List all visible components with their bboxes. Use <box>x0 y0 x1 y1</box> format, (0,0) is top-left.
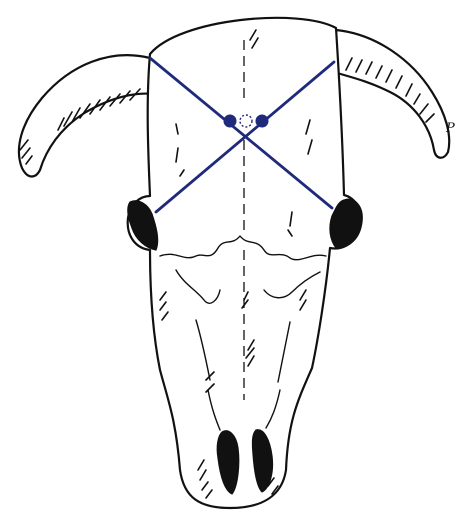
right-horn <box>334 30 449 158</box>
marker-point-right <box>256 115 269 128</box>
artist-signature: P <box>445 121 455 136</box>
marker-points <box>224 115 269 128</box>
marker-point-center <box>240 115 252 127</box>
left-horn <box>19 55 156 176</box>
marker-point-left <box>224 115 237 128</box>
